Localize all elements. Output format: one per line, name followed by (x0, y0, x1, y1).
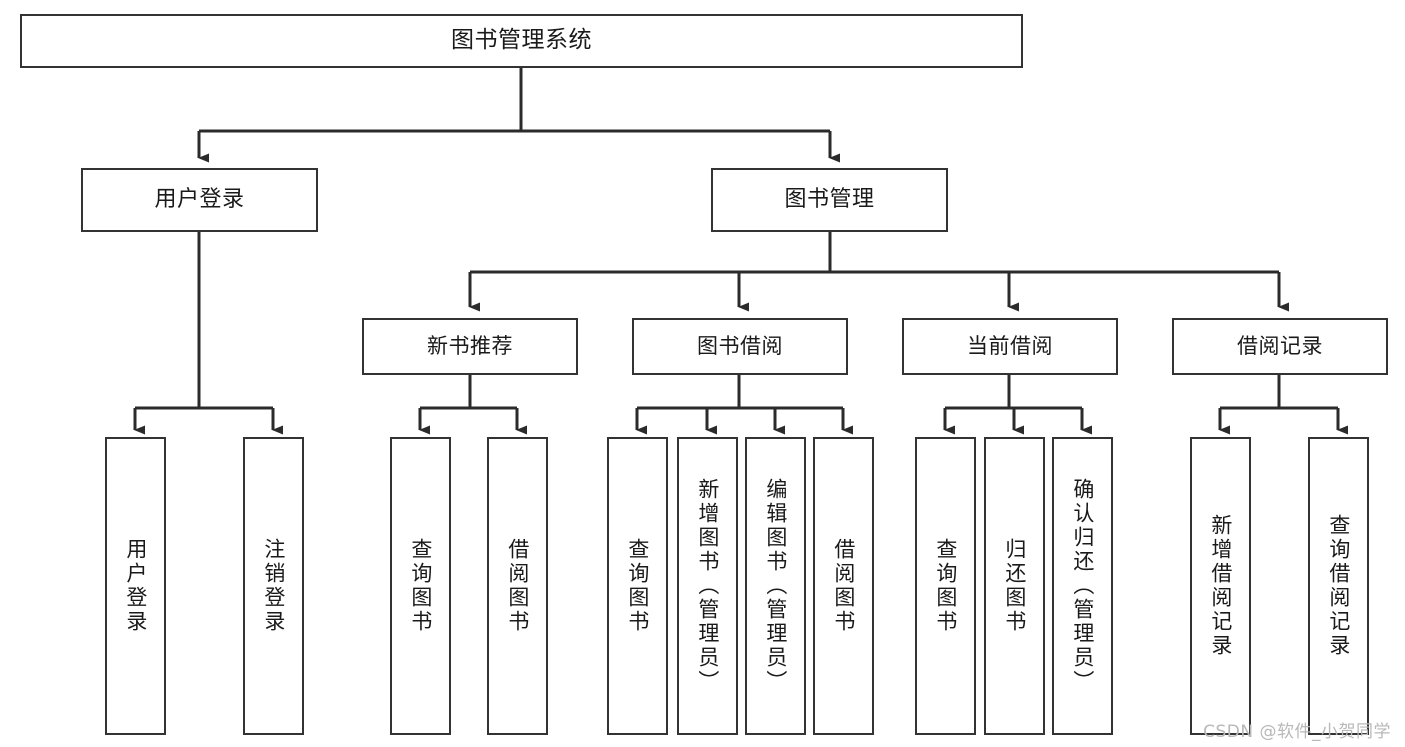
node-leaf-user-logout-label: 注销登录 (261, 538, 286, 634)
node-leaf-confirm-return-label: 确认归还（管理员） (1070, 478, 1095, 694)
node-leaf-user-logout[interactable]: 注销登录 (243, 437, 304, 735)
node-book-manage[interactable]: 图书管理 (711, 168, 948, 232)
node-leaf-query-book-3-label: 查询图书 (933, 538, 958, 634)
node-leaf-user-login[interactable]: 用户登录 (105, 437, 166, 735)
node-leaf-query-book-1[interactable]: 查询图书 (390, 437, 451, 735)
node-leaf-borrow-book-1[interactable]: 借阅图书 (487, 437, 548, 735)
edge-bookborrow-to-leaves (635, 375, 853, 435)
node-leaf-query-record[interactable]: 查询借阅记录 (1308, 437, 1369, 735)
node-borrow-record[interactable]: 借阅记录 (1172, 318, 1388, 375)
node-leaf-add-book-label: 新增图书（管理员） (695, 478, 720, 694)
node-leaf-edit-book[interactable]: 编辑图书（管理员） (745, 437, 806, 735)
edge-borrowrecord-to-leaves (1218, 375, 1348, 435)
node-current-borrow-label: 当前借阅 (967, 334, 1053, 359)
node-new-book-recommend-label: 新书推荐 (427, 334, 513, 359)
node-leaf-borrow-book-2-label: 借阅图书 (831, 538, 856, 634)
edge-userlogin-to-leaves (133, 232, 283, 435)
node-leaf-add-book[interactable]: 新增图书（管理员） (677, 437, 738, 735)
node-leaf-user-login-label: 用户登录 (123, 538, 148, 634)
node-leaf-add-record-label: 新增借阅记录 (1208, 514, 1233, 658)
node-root-label: 图书管理系统 (451, 27, 592, 54)
node-user-login[interactable]: 用户登录 (81, 168, 318, 232)
node-leaf-edit-book-label: 编辑图书（管理员） (763, 478, 788, 694)
node-leaf-confirm-return[interactable]: 确认归还（管理员） (1052, 437, 1113, 735)
node-leaf-query-book-3[interactable]: 查询图书 (915, 437, 976, 735)
node-leaf-return-book[interactable]: 归还图书 (984, 437, 1045, 735)
edge-bookmanage-to-level3 (468, 232, 1289, 312)
node-leaf-borrow-book-1-label: 借阅图书 (505, 538, 530, 634)
node-leaf-query-record-label: 查询借阅记录 (1326, 514, 1351, 658)
node-user-login-label: 用户登录 (154, 187, 245, 213)
node-leaf-borrow-book-2[interactable]: 借阅图书 (813, 437, 874, 735)
node-book-manage-label: 图书管理 (784, 187, 875, 213)
node-book-borrow-label: 图书借阅 (697, 334, 783, 359)
node-book-borrow[interactable]: 图书借阅 (632, 318, 848, 375)
node-borrow-record-label: 借阅记录 (1237, 334, 1323, 359)
node-current-borrow[interactable]: 当前借阅 (902, 318, 1118, 375)
node-leaf-query-book-1-label: 查询图书 (408, 538, 433, 634)
node-leaf-query-book-2[interactable]: 查询图书 (607, 437, 668, 735)
node-leaf-add-record[interactable]: 新增借阅记录 (1190, 437, 1251, 735)
edge-newbook-to-leaves (418, 375, 527, 435)
node-leaf-return-book-label: 归还图书 (1002, 538, 1027, 634)
node-new-book-recommend[interactable]: 新书推荐 (362, 318, 578, 375)
edge-root-to-level2 (197, 68, 840, 163)
node-leaf-query-book-2-label: 查询图书 (625, 538, 650, 634)
edge-currentborrow-to-leaves (943, 375, 1092, 435)
node-root[interactable]: 图书管理系统 (20, 14, 1023, 68)
